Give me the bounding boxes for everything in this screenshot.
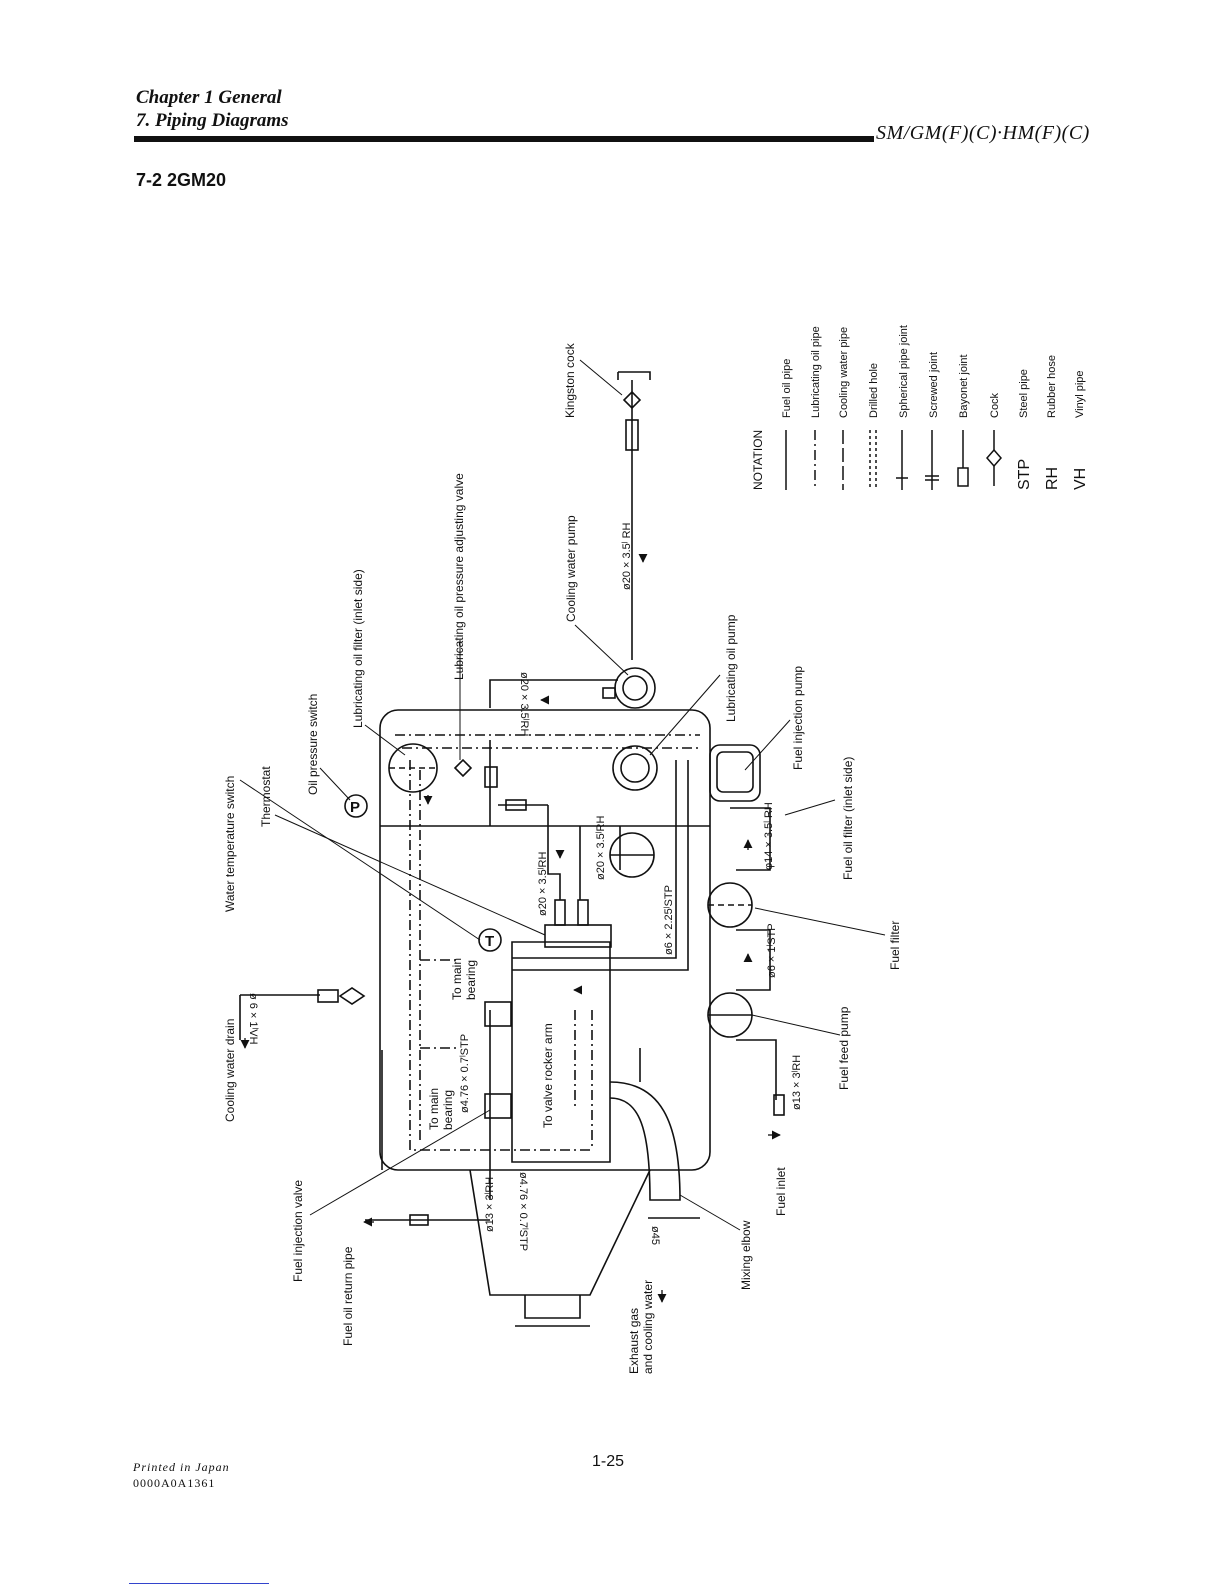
label-to-valve-rocker: To valve rocker arm <box>541 1023 555 1128</box>
label-fuel-filter: Fuel filter <box>888 921 902 970</box>
label-to-main-bearing-1b: bearing <box>464 960 478 1000</box>
oil-pressure-switch <box>344 794 368 818</box>
label-to-main-bearing-1a: To main <box>450 958 464 1000</box>
label-to-main-bearing-2b: bearing <box>441 1090 455 1130</box>
label-exhaust-line1: Exhaust gas <box>627 1308 641 1374</box>
exhaust-outlet <box>469 1169 651 1296</box>
notation-title: NOTATION <box>751 430 765 490</box>
page-number: 1-25 <box>592 1453 625 1470</box>
cooling-water-pump <box>614 667 656 709</box>
pressure-switch-letter: P <box>350 799 360 816</box>
legend-label-drilled: Drilled hole <box>868 363 880 418</box>
label-cooling-water-drain: Cooling water drain <box>223 1019 237 1122</box>
cylinder-block <box>511 941 611 1163</box>
label-lub-pump: Lubricating oil pump <box>724 614 738 722</box>
label-fuel-inj-pump: Fuel injection pump <box>791 666 805 770</box>
label-cooling-water-pump: Cooling water pump <box>564 515 578 622</box>
legend-label-steel: Steel pipe <box>1018 369 1030 418</box>
legend-label-screwed: Screwed joint <box>928 352 940 418</box>
water-temp-switch <box>478 928 502 952</box>
label-kingston-cock: Kingston cock <box>563 342 577 418</box>
dim-d14: φ14 × 3.5ˡ RH <box>763 802 775 870</box>
legend-rh-symbol: RH <box>1044 467 1061 490</box>
legend-label-fuel: Fuel oil pipe <box>781 359 793 418</box>
legend-label-spherical: Spherical pipe joint <box>898 325 910 418</box>
header-rule <box>134 136 874 142</box>
injection-valve-1 <box>484 1001 512 1027</box>
printed-in-japan: Printed in Japan <box>133 1460 230 1474</box>
chapter-label: Chapter 1 General <box>136 87 282 108</box>
legend-label-lub: Lubricating oil pipe <box>810 326 822 418</box>
temp-switch-letter: T <box>485 933 494 950</box>
label-thermostat: Thermostat <box>259 766 273 827</box>
mixing-elbow <box>609 1081 681 1201</box>
legend-label-bayonet: Bayonet joint <box>958 354 970 418</box>
dim-d13-left: ø13 × 3ˡRH <box>484 1177 496 1232</box>
label-oil-pressure-switch: Oil pressure switch <box>306 694 320 795</box>
dim-d45: ø45 <box>649 1226 661 1245</box>
dim-d20-a: ø20 × 3.5ˡRH <box>537 852 549 916</box>
injection-valve-2 <box>484 1093 512 1119</box>
dim-d20-top: ø20 × 3.5ˡ RH <box>621 522 633 590</box>
engine-frame <box>379 709 711 1171</box>
label-exhaust-line2: and cooling water <box>641 1280 655 1374</box>
dim-d476-a: ø4.76 × 0.7ˡSTP <box>459 1034 471 1113</box>
adjusting-valve <box>453 758 473 778</box>
label-mixing-elbow: Mixing elbow <box>739 1220 753 1290</box>
legend-label-vinyl: Vinyl pipe <box>1074 371 1086 419</box>
dim-d6-vh: ø 6 × 1ˡVH <box>247 993 259 1045</box>
label-fuel-feed-pump: Fuel feed pump <box>837 1006 851 1090</box>
lub-oil-pump <box>612 745 658 791</box>
fuel-oil-line <box>512 760 677 959</box>
legend-label-cock: Cock <box>989 392 1001 418</box>
dim-d6-225: ø6 × 2.25ˡSTP <box>663 885 675 955</box>
cooling-water-line <box>489 679 618 826</box>
dim-d6-1: ø6 × 1ˡSTP <box>766 923 778 978</box>
label-fuel-inlet: Fuel inlet <box>774 1167 788 1216</box>
dim-d20-inverted: ø20 × 3.5ˡRH <box>518 672 530 736</box>
legend-stp-symbol: STP <box>1016 459 1033 490</box>
legend-vh-symbol: VH <box>1072 468 1089 490</box>
thermostat-housing <box>544 924 612 948</box>
fuel-injection-pump <box>709 744 761 802</box>
document-code: 0000A0A1361 <box>133 1476 216 1490</box>
kingston-cock <box>617 371 651 380</box>
label-lub-adjust-valve: Lubricating oil pressure adjusting valve <box>452 473 466 680</box>
label-fuel-oil-filter: Fuel oil filter (inlet side) <box>841 757 855 880</box>
dim-d13-right: ø13 × 3ˡRH <box>791 1055 803 1110</box>
model-label: SM/GM(F)(C)·HM(F)(C) <box>876 122 1090 144</box>
label-fuel-return: Fuel oil return pipe <box>341 1246 355 1346</box>
label-fuel-inj-valve: Fuel injection valve <box>291 1180 305 1282</box>
legend-label-rubber: Rubber hose <box>1046 355 1058 418</box>
section-label: 7. Piping Diagrams <box>136 110 289 131</box>
chapter-heading: Chapter 1 General 7. Piping Diagrams <box>136 86 289 132</box>
notation-legend: NOTATION STP RH VH Fuel oil pipe Lubrica… <box>751 325 1089 490</box>
dim-d476-b: ø4.76 × 0.7ˡSTP <box>517 1172 529 1251</box>
dim-d20-b: ø20 × 3.5ˡRH <box>595 816 607 880</box>
label-water-temp-switch: Water temperature switch <box>223 776 237 912</box>
label-lub-filter-inlet: Lubricating oil filter (inlet side) <box>351 569 365 728</box>
legend-label-water: Cooling water pipe <box>838 327 850 418</box>
page-title: 7-2 2GM20 <box>136 170 227 190</box>
label-to-main-bearing-2a: To main <box>427 1088 441 1130</box>
